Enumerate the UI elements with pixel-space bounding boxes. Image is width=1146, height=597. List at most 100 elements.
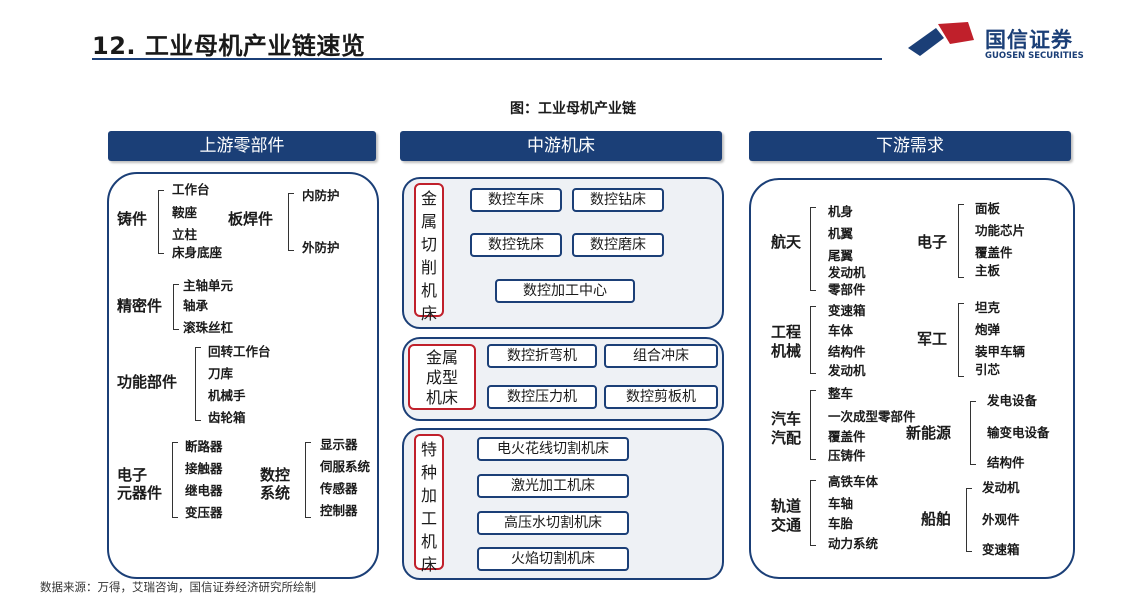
- list-item: 主轴单元: [183, 278, 234, 293]
- brace: [958, 303, 964, 377]
- diagram-title: 图：工业母机产业链: [510, 101, 636, 117]
- group-label-aerospace: 航天: [771, 233, 802, 251]
- list-item: 回转工作台: [208, 344, 271, 359]
- list-item: 机身: [828, 204, 854, 219]
- downstream-panel: [749, 178, 1075, 579]
- page-title: 12. 工业母机产业链速览: [92, 32, 366, 60]
- list-item: 整车: [828, 386, 854, 401]
- machine-box: 数控折弯机: [487, 344, 597, 368]
- list-item: 发动机: [828, 363, 866, 378]
- title-divider: [92, 58, 882, 60]
- list-item: 压铸件: [828, 448, 866, 463]
- group-label-precision: 精密件: [117, 297, 163, 315]
- group-label-engineering-machinery: 工程 机械: [771, 323, 802, 360]
- list-item: 车胎: [828, 516, 854, 531]
- list-item: 发动机: [828, 265, 866, 280]
- upstream-panel: [107, 172, 379, 579]
- group-label-ship: 船舶: [921, 510, 952, 528]
- group-label-casting: 铸件: [117, 210, 148, 228]
- list-item: 引芯: [975, 362, 1001, 377]
- brace: [810, 390, 816, 460]
- list-item: 断路器: [185, 439, 223, 454]
- category-label: 金属成型机床: [425, 348, 458, 407]
- brace: [970, 401, 976, 465]
- list-item: 刀库: [208, 366, 234, 381]
- source-note: 数据来源：万得，艾瑞咨询，国信证券经济研究所绘制: [40, 580, 316, 594]
- list-item: 继电器: [185, 483, 223, 498]
- machine-box: 数控压力机: [487, 385, 597, 409]
- group-label-auto: 汽车 汽配: [771, 410, 802, 447]
- upstream-header: 上游零部件: [108, 131, 376, 161]
- list-item: 变速箱: [828, 303, 866, 318]
- category-metal-cutting: 金属切削机床: [414, 183, 444, 323]
- machine-box: 数控车床: [470, 188, 562, 212]
- category-special-processing: 特种加工机床: [414, 434, 444, 574]
- group-label-military: 军工: [917, 330, 948, 348]
- brace: [158, 190, 164, 254]
- list-item: 床身底座: [172, 245, 223, 260]
- group-label-electronic: 电子 元器件: [117, 466, 163, 502]
- list-item: 机械手: [208, 388, 246, 403]
- machine-box: 火焰切割机床: [477, 547, 629, 571]
- list-item: 发电设备: [987, 393, 1038, 408]
- brace: [173, 284, 179, 330]
- list-item: 轴承: [183, 298, 209, 313]
- category-label: 特种加工机床: [420, 440, 437, 574]
- machine-box: 数控钻床: [572, 188, 664, 212]
- group-label-rail-transit: 轨道 交通: [771, 497, 802, 534]
- category-metal-forming: 金属成型机床: [408, 344, 476, 410]
- list-item: 装甲车辆: [975, 344, 1026, 359]
- list-item: 变速箱: [982, 542, 1020, 557]
- list-item: 变压器: [185, 505, 223, 520]
- list-item: 车体: [828, 323, 854, 338]
- brace: [195, 347, 201, 421]
- list-item: 输变电设备: [987, 425, 1050, 440]
- list-item: 齿轮箱: [208, 410, 246, 425]
- list-item: 立柱: [172, 227, 198, 242]
- machine-box: 激光加工机床: [477, 474, 629, 498]
- group-label-functional: 功能部件: [117, 373, 178, 391]
- brace: [305, 442, 311, 518]
- guosen-logo-icon: [908, 22, 974, 56]
- category-label: 金属切削机床: [420, 189, 437, 323]
- brace: [958, 204, 964, 278]
- list-item: 炮弹: [975, 322, 1001, 337]
- list-item: 机翼: [828, 226, 854, 241]
- machine-box: 组合冲床: [604, 344, 718, 368]
- brace: [288, 193, 294, 251]
- logo-text-cn: 国信证券: [985, 28, 1073, 52]
- list-item: 功能芯片: [975, 223, 1026, 238]
- list-item: 伺服系统: [320, 459, 371, 474]
- brace: [810, 207, 816, 291]
- machine-box: 高压水切割机床: [477, 511, 629, 535]
- list-item: 工作台: [172, 182, 210, 197]
- group-label-cnc-system: 数控 系统: [260, 466, 291, 502]
- list-item: 显示器: [320, 437, 358, 452]
- downstream-header: 下游需求: [749, 131, 1071, 161]
- list-item: 车轴: [828, 496, 854, 511]
- list-item: 零部件: [828, 282, 866, 297]
- list-item: 内防护: [302, 188, 340, 203]
- brace: [810, 306, 816, 374]
- machine-box: 数控剪板机: [604, 385, 718, 409]
- list-item: 传感器: [320, 481, 358, 496]
- machine-box: 电火花线切割机床: [477, 437, 629, 461]
- group-label-new-energy: 新能源: [906, 424, 952, 442]
- group-label-welded: 板焊件: [228, 210, 274, 228]
- machine-box: 数控加工中心: [495, 279, 635, 303]
- brace: [172, 442, 178, 518]
- brace: [966, 488, 972, 552]
- brace: [810, 480, 816, 546]
- list-item: 动力系统: [828, 536, 879, 551]
- list-item: 外防护: [302, 240, 340, 255]
- list-item: 坦克: [975, 300, 1001, 315]
- list-item: 结构件: [987, 455, 1025, 470]
- machine-box: 数控铣床: [470, 233, 562, 257]
- list-item: 鞍座: [172, 205, 198, 220]
- list-item: 接触器: [185, 461, 223, 476]
- list-item: 外观件: [982, 512, 1020, 527]
- list-item: 主板: [975, 263, 1001, 278]
- list-item: 一次成型零部件: [828, 409, 916, 424]
- list-item: 尾翼: [828, 248, 854, 263]
- cutting-machines-panel: [402, 177, 724, 329]
